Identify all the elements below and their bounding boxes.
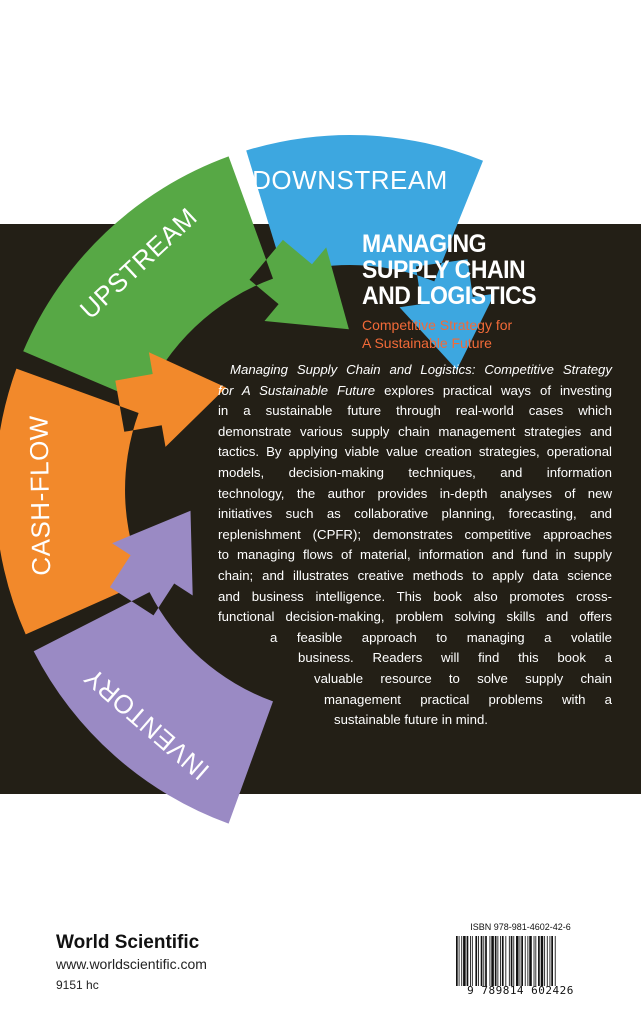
barcode-bar — [544, 936, 546, 986]
barcode-bar — [546, 936, 548, 986]
barcode-bar — [524, 936, 526, 986]
barcode-bar — [513, 936, 515, 986]
barcode-bar — [540, 936, 544, 986]
blurb-line: technology, the author provides in-depth… — [218, 485, 612, 501]
wheel-segment-downstream: DOWNSTREAM — [246, 134, 495, 370]
barcode-bar — [470, 936, 471, 986]
barcode-bar — [516, 936, 519, 986]
blurb-line: for A Sustainable Future explores practi… — [218, 382, 612, 398]
blurb-line: replenishment (CPFR); demonstrates compe… — [218, 526, 612, 542]
barcode-bar — [505, 936, 507, 986]
blurb-line: business. Readers will find this book a — [298, 650, 612, 666]
publisher-name: World Scientific — [56, 932, 200, 953]
barcode-bar — [491, 936, 494, 986]
barcode-bar — [497, 936, 499, 986]
book-title: MANAGING SUPPLY CHAIN AND LOGISTICS — [362, 231, 610, 309]
barcode-bar — [480, 936, 483, 986]
title-line: MANAGING — [362, 230, 487, 258]
barcode-bar — [538, 936, 540, 986]
barcode-bar — [494, 936, 497, 986]
subtitle-line: A Sustainable Future — [362, 335, 492, 351]
barcode-bar — [458, 936, 460, 986]
barcode-bar — [551, 936, 553, 986]
barcode-bar — [519, 936, 521, 986]
blurb-line: models, decision-making techniques, and … — [218, 464, 612, 480]
subtitle-line: Competitive Strategy for — [362, 317, 513, 333]
blurb-line: demonstrate various supply chain managem… — [218, 423, 612, 439]
barcode-bar — [510, 936, 513, 986]
blurb-line: chain; and illustrates creative methods … — [218, 567, 612, 583]
wheel-label-cash-flow: CASH-FLOW — [23, 415, 56, 576]
wheel-segment-upstream: UPSTREAM — [23, 156, 349, 403]
barcode-bar — [549, 936, 551, 986]
barcode-bar — [521, 936, 523, 986]
blurb-title-italic: Managing Supply Chain and Logistics: Com… — [230, 362, 612, 377]
blurb-line: functional decision-making, problem solv… — [218, 609, 612, 625]
blurb-line: Managing Supply Chain and Logistics: Com… — [218, 360, 612, 381]
publisher-url: www.worldscientific.com — [56, 956, 207, 972]
publisher-block: World Scientific www.worldscientific.com… — [56, 932, 296, 992]
book-subtitle: Competitive Strategy for A Sustainable F… — [362, 316, 512, 352]
barcode-bar — [456, 936, 458, 986]
blurb-title-italic: for A Sustainable Future — [218, 382, 376, 398]
isbn-barcode: ISBN 978-981-4602-42-6 9 789814 602426 — [452, 922, 589, 1000]
barcode-bar — [535, 936, 537, 986]
barcode-bar — [475, 936, 478, 986]
barcode-number: 9 789814 602426 — [467, 984, 574, 997]
barcode-bar — [478, 936, 479, 986]
barcode-bar — [501, 936, 504, 986]
barcode-bar — [489, 936, 491, 986]
book-description: Managing Supply Chain and Logistics: Com… — [218, 360, 612, 731]
barcode-bar — [508, 936, 510, 986]
title-line: SUPPLY CHAIN — [362, 256, 526, 284]
blurb-line: a feasible approach to managing a volati… — [270, 629, 612, 645]
barcode-bar — [485, 936, 487, 986]
blurb-line: to managing flows of material, informati… — [218, 547, 612, 563]
product-code: 9151 hc — [56, 978, 99, 992]
wheel-label-downstream: DOWNSTREAM — [252, 165, 448, 195]
barcode-bar — [466, 936, 469, 986]
blurb-line: management practical problems with a — [324, 691, 612, 707]
barcode-bar — [500, 936, 501, 986]
blurb-line: initiatives such as collaborative planni… — [218, 506, 612, 522]
barcode-bar — [529, 936, 532, 986]
barcode-bar — [471, 936, 473, 986]
title-line: AND LOGISTICS — [362, 282, 537, 310]
barcode-bar — [461, 936, 463, 986]
barcode-bar — [463, 936, 466, 986]
barcode-bar — [483, 936, 485, 986]
blurb-line: in a sustainable future through real-wor… — [218, 403, 612, 419]
barcode-bars — [456, 936, 556, 986]
isbn-label: ISBN 978-981-4602-42-6 — [470, 922, 571, 932]
wheel-segment-cash-flow: CASH-FLOW — [0, 352, 227, 635]
blurb-line: tactics. By applying viable value creati… — [218, 444, 612, 460]
blurb-line: sustainable future in mind. — [334, 712, 488, 728]
barcode-bar — [533, 936, 535, 986]
blurb-line: valuable resource to solve supply chain — [314, 670, 612, 686]
blurb-line: and business intelligence. This book als… — [218, 588, 612, 604]
barcode-bar — [527, 936, 529, 986]
barcode-bar — [554, 936, 556, 986]
